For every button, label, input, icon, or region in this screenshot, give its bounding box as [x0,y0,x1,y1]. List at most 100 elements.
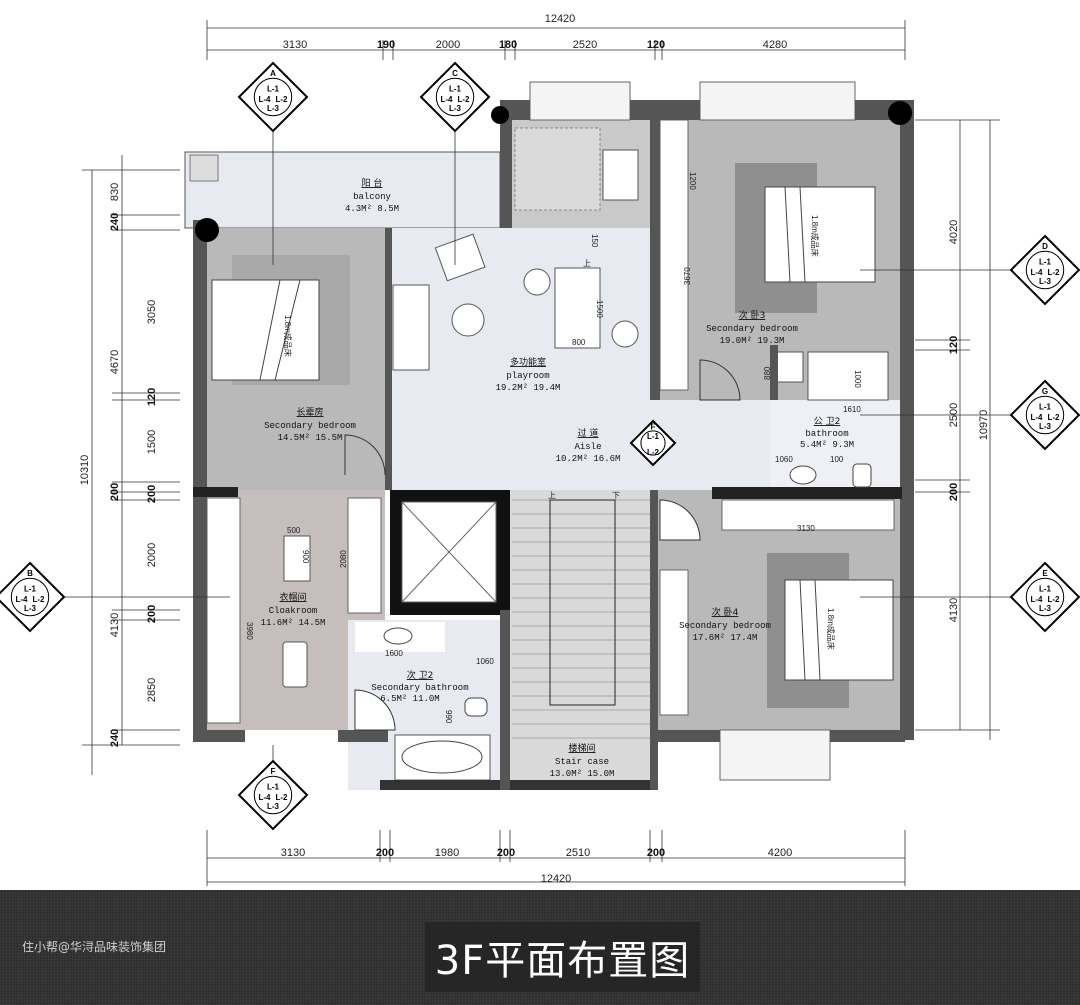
bathtub-icon [401,740,483,774]
section-marker-a: AL-1L-2L-3L-4 [237,61,309,133]
dim-bottom: 2510 [566,847,590,859]
room-name-cn: 阳 台 [362,177,383,189]
marker-label: L-4 [1031,413,1044,422]
room-name-en: Secondary bathroom [371,683,468,693]
dim-label: 1200 [688,172,697,190]
wardrobe [347,497,382,614]
stair-up-label: 上 [583,259,591,268]
marker-label: L-4 [259,793,272,802]
dim-bottom: 200 [497,847,515,859]
dim-left: 4130 [109,613,121,637]
bed-label: 1.8m成品床 [826,608,836,650]
marker-letter: E [1042,569,1048,578]
dim-left: 4670 [109,350,121,374]
sofa [392,284,430,371]
marker-letter: F [651,422,656,431]
room-area: 19.0M² 19.3M [720,336,785,346]
bay-window [699,81,856,121]
dim-label: 500 [287,526,301,535]
walls [193,100,914,790]
dim-top: 2000 [436,39,460,51]
dim-left: 200 [146,485,158,503]
marker-label: L-1 [1039,585,1052,594]
dim-left: 2850 [146,678,158,702]
marker-leaders [62,130,1012,765]
marker-label: L-1 [1039,258,1052,267]
dim-right: 200 [948,483,960,501]
bed-3: 1.8m成品床 [764,186,876,283]
marker-label: L-3 [24,604,37,613]
planter-icon [189,154,219,182]
dim-left: 2000 [146,543,158,567]
dim-top: 120 [647,39,665,51]
marker-label: L-2 [1048,268,1061,277]
elevator-cross [401,501,497,603]
room-label-public-bathroom: 公 卫2 bathroom 5.4M² 9.3M [800,416,854,450]
section-marker-e: EL-1L-2L-3L-4 [1009,561,1080,633]
marker-letter: D [1042,242,1048,251]
room-label-staircase: 楼梯间 Stair case 13.0M² 15.0M [550,742,615,779]
dim-right: 4130 [948,598,960,622]
stair-down-label: 下 [612,491,620,500]
dim-top: 3130 [283,39,307,51]
table [554,267,601,349]
dim-label: 100 [830,455,844,464]
bay-window [719,729,831,781]
marker-label: L-1 [647,432,660,441]
room-area: 19.2M² 19.4M [496,383,561,393]
dim-top: 190 [377,39,395,51]
marker-label: L-2 [33,595,46,604]
dim-bottom: 200 [376,847,394,859]
title-box: 3F平面布置图 [425,922,700,992]
room-name-cn: 次 卧4 [712,606,739,618]
room-name-en: Secondary bedroom [679,621,771,631]
column [195,218,219,242]
dim-bottom-total: 12420 [541,873,572,885]
left-dimensions [82,155,180,775]
marker-label: L-3 [1039,422,1052,431]
marker-letter: G [1042,387,1048,396]
marker-label: L-3 [449,104,462,113]
door-swing-icon [344,434,386,476]
dim-label: 1500 [595,300,604,318]
piano [602,149,639,201]
dim-bottom: 1980 [435,847,459,859]
wardrobe [659,119,689,391]
marker-label: L-4 [1031,268,1044,277]
room-label-playroom: 多功能室 playroom 19.2M² 19.4M [496,356,561,393]
dim-bottom: 3130 [281,847,305,859]
ottoman [282,641,308,688]
marker-label: L-3 [1039,277,1052,286]
dim-left: 1500 [146,430,158,454]
room-name-en: Cloakroom [269,606,318,616]
room-name-en: Secondary bedroom [264,421,356,431]
room-name-cn: 次 卫2 [407,669,434,681]
room-name-cn: 公 卫2 [814,416,841,427]
room-name-cn: 衣帽间 [279,591,306,603]
marker-label: L-2 [1048,413,1061,422]
room-name-en: Aisle [574,442,601,452]
dim-left: 3050 [146,300,158,324]
room-label-secondary-bathroom: 次 卫2 Secondary bathroom 6.5M² 11.0M [371,669,468,704]
door-swing-icon [354,689,396,731]
marker-label: L-4 [1031,595,1044,604]
room-area: 17.6M² 17.4M [693,633,758,643]
dim-label: 990 [444,710,453,724]
dim-left: 200 [109,483,121,501]
room-label-bedroom-4: 次 卧4 Secondary bedroom 17.6M² 17.4M [679,606,771,643]
marker-label: L-1 [267,783,280,792]
room-aisle [390,400,770,490]
section-marker-d: D L-1L-2L-3L-4 [1009,234,1080,306]
dim-label: 3980 [245,622,254,640]
dim-bottom: 4200 [768,847,792,859]
marker-label: L-4 [441,95,454,104]
dim-left-total: 10310 [79,455,91,486]
room-name-en: playroom [506,371,549,381]
marker-label: L-3 [267,104,280,113]
dim-right-total: 10970 [978,410,990,441]
chair-icon [523,268,551,296]
floor-plan: 12420 3130 190 2000 180 2520 120 4280 31… [0,13,1080,886]
right-dimensions [915,119,1000,740]
marker-label: L-4 [16,595,29,604]
dim-right: 4020 [948,220,960,244]
